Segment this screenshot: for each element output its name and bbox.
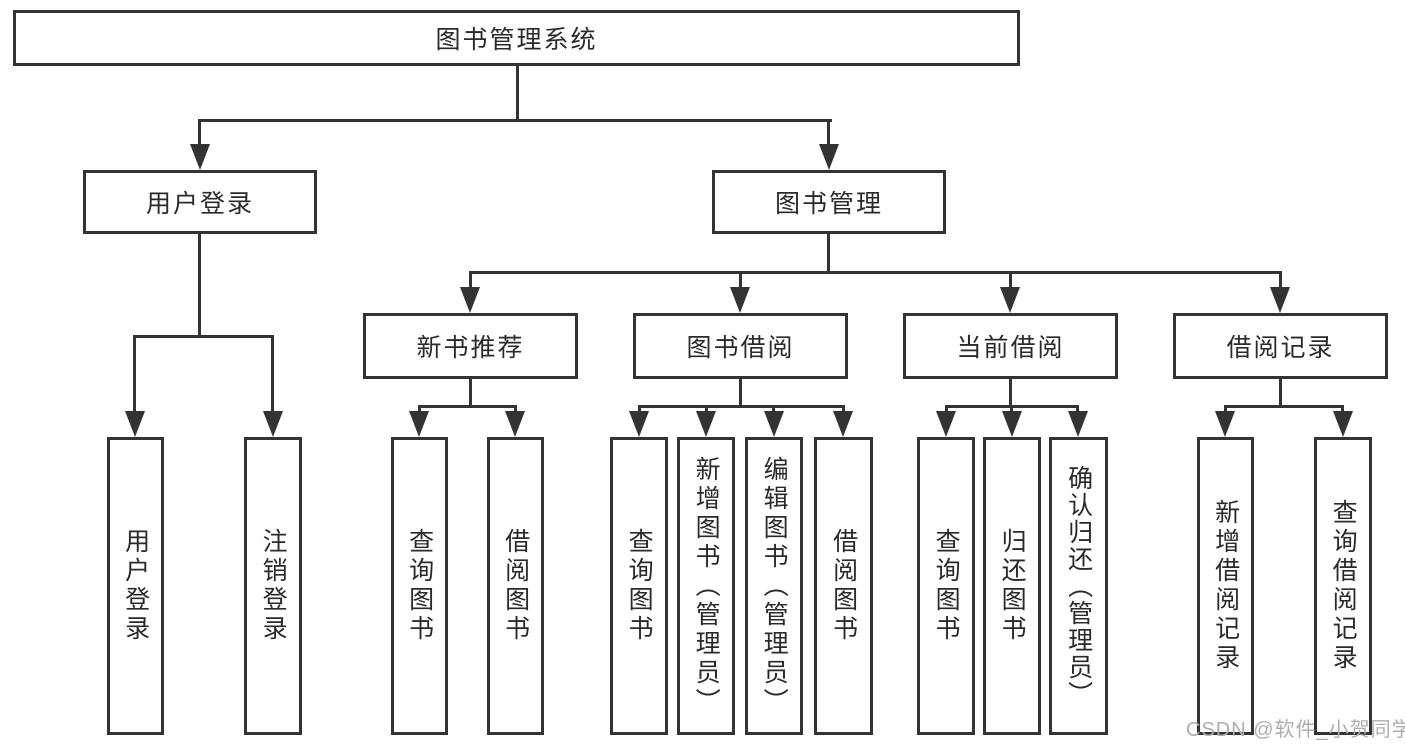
connector-line bbox=[1010, 405, 1013, 411]
leaf-logout: 注销登录 bbox=[244, 437, 302, 735]
connector-line bbox=[418, 405, 421, 411]
arrowhead-down bbox=[460, 287, 480, 313]
connector-line bbox=[1224, 405, 1227, 411]
connector-line bbox=[133, 335, 136, 411]
connector-line bbox=[1341, 405, 1344, 411]
node-label: 确认归还（管理员） bbox=[1064, 464, 1093, 708]
node-new-book-recommendation: 新书推荐 bbox=[363, 313, 578, 379]
connector-line bbox=[1224, 405, 1344, 408]
connector-line bbox=[469, 271, 1282, 274]
connector-line bbox=[1009, 379, 1012, 405]
connector-line bbox=[739, 379, 742, 405]
connector-line bbox=[418, 405, 517, 408]
arrowhead-down bbox=[409, 411, 429, 437]
connector-line bbox=[516, 66, 519, 119]
node-book-borrowing: 图书借阅 bbox=[633, 313, 848, 379]
leaf-add-books-admin: 新增图书（管理员） bbox=[677, 437, 735, 735]
node-label: 借阅图书 bbox=[829, 528, 858, 644]
node-book-management: 图书管理 bbox=[712, 170, 946, 234]
arrowhead-down bbox=[190, 144, 210, 170]
leaf-query-books-current: 查询图书 bbox=[917, 437, 975, 735]
connector-line bbox=[827, 119, 830, 144]
connector-line bbox=[198, 234, 201, 335]
arrowhead-down bbox=[1068, 411, 1088, 437]
node-label: 借阅图书 bbox=[501, 528, 530, 644]
arrowhead-down bbox=[1270, 287, 1290, 313]
connector-line bbox=[772, 405, 775, 411]
arrowhead-down bbox=[263, 411, 283, 437]
leaf-borrow-books-recommend: 借阅图书 bbox=[487, 437, 544, 735]
connector-line bbox=[1279, 271, 1282, 287]
connector-line bbox=[705, 405, 708, 411]
connector-line bbox=[469, 379, 472, 405]
node-current-borrowing: 当前借阅 bbox=[903, 313, 1118, 379]
node-borrowing-records: 借阅记录 bbox=[1173, 313, 1388, 379]
node-user-login: 用户登录 bbox=[83, 170, 317, 234]
node-label: 新增借阅记录 bbox=[1211, 499, 1240, 673]
leaf-query-borrow-record: 查询借阅记录 bbox=[1314, 437, 1372, 735]
node-label: 图书管理 bbox=[774, 190, 883, 218]
connector-line bbox=[739, 271, 742, 287]
arrowhead-down bbox=[730, 287, 750, 313]
arrowhead-down bbox=[505, 411, 525, 437]
connector-line bbox=[271, 335, 274, 411]
node-label: 用户登录 bbox=[145, 190, 254, 218]
node-label: 新书推荐 bbox=[416, 334, 525, 362]
node-label: 归还图书 bbox=[998, 528, 1027, 644]
leaf-user-login: 用户登录 bbox=[107, 437, 164, 735]
connector-line bbox=[638, 405, 845, 408]
node-label: 用户登录 bbox=[121, 528, 150, 644]
arrowhead-down bbox=[819, 144, 839, 170]
arrowhead-down bbox=[125, 411, 145, 437]
arrowhead-down bbox=[936, 411, 956, 437]
connector-line bbox=[1009, 271, 1012, 287]
arrowhead-down bbox=[764, 411, 784, 437]
connector-line bbox=[945, 405, 948, 411]
connector-line bbox=[469, 271, 472, 287]
arrowhead-down bbox=[696, 411, 716, 437]
node-label: 查询图书 bbox=[625, 528, 654, 644]
arrowhead-down bbox=[1002, 411, 1022, 437]
leaf-add-borrow-record: 新增借阅记录 bbox=[1197, 437, 1254, 735]
connector-line bbox=[842, 405, 845, 411]
node-label: 当前借阅 bbox=[956, 334, 1065, 362]
node-library-management-system: 图书管理系统 bbox=[13, 10, 1020, 66]
arrowhead-down bbox=[629, 411, 649, 437]
leaf-return-books: 归还图书 bbox=[983, 437, 1041, 735]
connector-line bbox=[1279, 379, 1282, 405]
arrowhead-down bbox=[1000, 287, 1020, 313]
leaf-borrow-books-borrowing: 借阅图书 bbox=[814, 437, 873, 735]
node-label: 借阅记录 bbox=[1226, 334, 1335, 362]
leaf-query-books-borrowing: 查询图书 bbox=[610, 437, 668, 735]
node-label: 注销登录 bbox=[259, 528, 288, 644]
connector-line bbox=[198, 119, 201, 144]
node-label: 查询借阅记录 bbox=[1329, 499, 1358, 673]
arrowhead-down bbox=[833, 411, 853, 437]
node-label: 图书借阅 bbox=[686, 334, 795, 362]
connector-line bbox=[133, 335, 274, 338]
node-label: 新增图书（管理员） bbox=[692, 455, 721, 717]
node-label: 查询图书 bbox=[405, 528, 434, 644]
leaf-query-books-recommend: 查询图书 bbox=[391, 437, 448, 735]
leaf-confirm-return-admin: 确认归还（管理员） bbox=[1049, 437, 1108, 735]
arrowhead-down bbox=[1333, 411, 1353, 437]
connector-line bbox=[514, 405, 517, 411]
connector-line bbox=[638, 405, 641, 411]
leaf-edit-books-admin: 编辑图书（管理员） bbox=[745, 437, 803, 735]
node-label: 编辑图书（管理员） bbox=[760, 455, 789, 717]
node-label: 查询图书 bbox=[932, 528, 961, 644]
arrowhead-down bbox=[1215, 411, 1235, 437]
node-label: 图书管理系统 bbox=[435, 26, 598, 54]
connector-line bbox=[1076, 405, 1079, 411]
connector-line bbox=[827, 234, 830, 271]
connector-line bbox=[198, 119, 832, 122]
watermark: CSDN @软件_小贺同学 bbox=[1186, 719, 1405, 741]
